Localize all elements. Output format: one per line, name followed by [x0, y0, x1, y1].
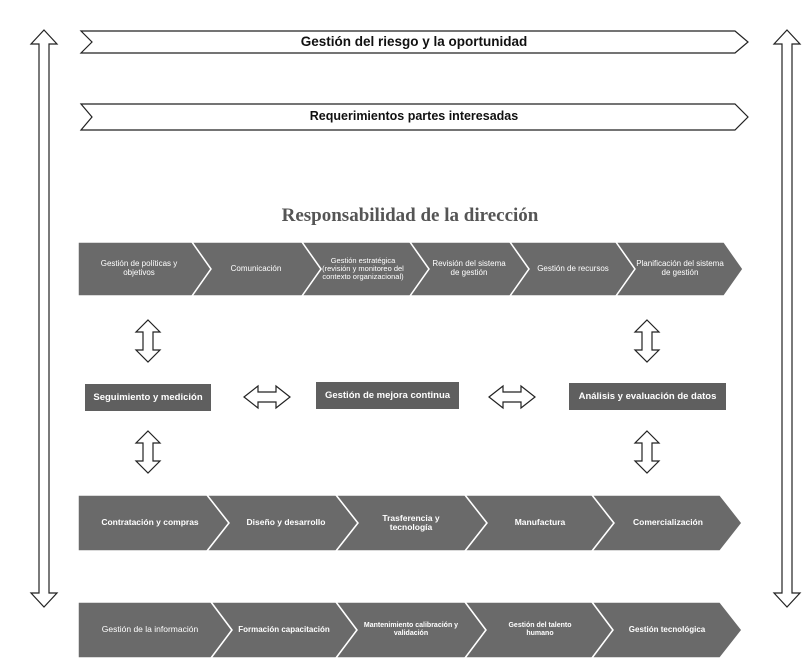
management-label-2: Comunicación — [230, 263, 282, 273]
management-label-1: Gestión de políticas y objetivos — [100, 259, 178, 277]
continuous-improvement-box: Gestión de mejora continua — [316, 382, 459, 409]
risk-banner-shape — [79, 30, 749, 54]
stakeholders-banner-label: Requerimientos partes interesadas — [309, 109, 519, 123]
core-chevron-5 — [590, 494, 743, 552]
management-label-4: Revisión del sistema de gestión — [432, 259, 506, 277]
right-vertical-double-arrow — [772, 29, 802, 608]
left-upper-vertical-arrow — [134, 319, 162, 363]
stakeholders-banner-shape — [79, 103, 749, 131]
management-label-6: Planificación del sistema de gestión — [636, 259, 724, 277]
core-label-5: Comercialización — [633, 517, 703, 528]
core-label-4: Manufactura — [514, 517, 566, 528]
risk-banner-label: Gestión del riesgo y la oportunidad — [300, 34, 528, 49]
support-label-3: Mantenimiento calibración y validación — [363, 622, 459, 637]
core-label-1: Contratación y compras — [101, 517, 199, 528]
monitoring-box: Seguimiento y medición — [85, 384, 211, 411]
core-label-2: Diseño y desarrollo — [246, 517, 326, 528]
support-label-2: Formación capacitación — [238, 624, 330, 634]
management-label-5: Gestión de recursos — [537, 263, 609, 273]
left-vertical-double-arrow — [29, 29, 59, 608]
support-chevron-5 — [590, 601, 743, 659]
core-chevron-row — [77, 494, 743, 552]
right-lower-vertical-arrow — [633, 430, 661, 474]
data-analysis-box: Análisis y evaluación de datos — [569, 383, 726, 410]
management-chevron-6 — [614, 241, 744, 297]
support-label-1: Gestión de la información — [101, 624, 199, 635]
support-label-4: Gestión del talento humano — [508, 622, 572, 637]
core-label-3: Trasferencia y tecnología — [382, 512, 440, 532]
support-label-5: Gestión tecnológica — [628, 624, 706, 634]
right-upper-vertical-arrow — [633, 319, 661, 363]
management-label-3: Gestión estratégica (revisión y monitore… — [322, 255, 404, 282]
right-horizontal-double-arrow — [488, 384, 536, 410]
management-chevron-row — [77, 241, 744, 297]
support-chevron-row — [77, 601, 743, 659]
left-horizontal-double-arrow — [243, 384, 291, 410]
left-lower-vertical-arrow — [134, 430, 162, 474]
management-title: Responsabilidad de la dirección — [281, 205, 539, 226]
